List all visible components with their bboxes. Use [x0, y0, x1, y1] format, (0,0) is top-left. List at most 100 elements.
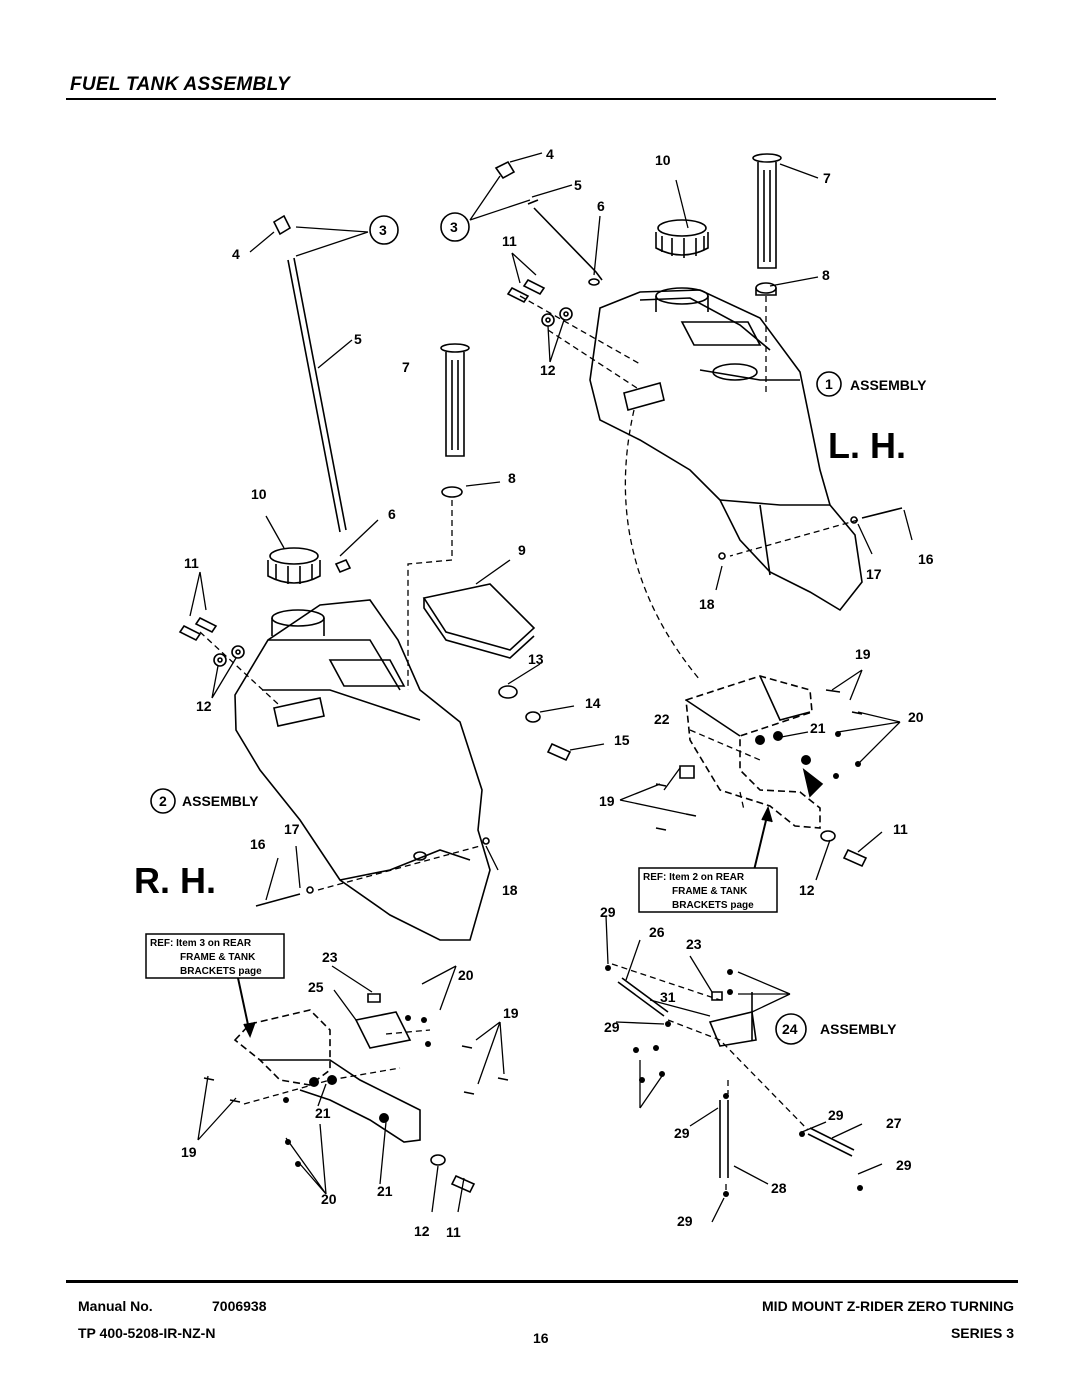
heat-shield	[422, 583, 536, 659]
callout-29c: 29	[674, 1125, 690, 1141]
ref-rh-line3: BRACKETS page	[180, 966, 262, 977]
tp-number: TP 400-5208-IR-NZ-N	[78, 1325, 216, 1341]
callout-18b: 18	[699, 596, 715, 612]
rh-tank-bracket	[233, 1009, 421, 1143]
ref-box-lh	[638, 867, 778, 913]
callout-6b: 6	[388, 506, 396, 522]
ref-lh-line3: BRACKETS page	[672, 900, 754, 911]
callout-12c: 12	[799, 882, 815, 898]
callout-21c: 21	[377, 1183, 393, 1199]
title-rule	[66, 98, 996, 100]
bracket-24-assembly	[617, 977, 855, 1178]
callout-3b: 3	[450, 219, 458, 235]
callout-12d: 12	[414, 1223, 430, 1239]
callout-31: 31	[660, 989, 676, 1005]
callout-19a: 19	[855, 646, 871, 662]
manual-number: 7006938	[212, 1298, 267, 1314]
rh-mount-hardware	[178, 616, 245, 667]
lh-mount-hardware	[506, 278, 573, 327]
lh-label: L. H.	[828, 425, 906, 466]
callout-10a: 10	[655, 152, 671, 168]
callout-3a: 3	[379, 222, 387, 238]
page-number: 16	[533, 1330, 549, 1346]
callout-2-num: 2	[159, 793, 167, 809]
lh-fuel-cap	[655, 219, 709, 258]
callout-14: 14	[585, 695, 601, 711]
callout-7b: 7	[823, 170, 831, 186]
lh-tank-bracket	[685, 675, 821, 829]
callout-9: 9	[518, 542, 526, 558]
callout-21b: 21	[315, 1105, 331, 1121]
callout-20a: 20	[908, 709, 924, 725]
callout-numbers: 4 5 6 3 3 4 5 6 7 8 9 10 10 11 11 12 12 …	[159, 146, 934, 1240]
callout-20b: 20	[458, 967, 474, 983]
lh-vent-line	[494, 160, 603, 286]
rh-rod	[255, 837, 490, 907]
callout-22: 22	[654, 711, 670, 727]
callout-18a: 18	[502, 882, 518, 898]
ref-arrow-head-rh	[243, 1021, 256, 1039]
lh-fuel-gauge	[752, 153, 782, 296]
callout-19c: 19	[503, 1005, 519, 1021]
ref-rh-line2: FRAME & TANK	[180, 952, 256, 963]
ref-texts: REF: Item 3 on REAR FRAME & TANK BRACKET…	[150, 872, 754, 977]
callout-27: 27	[886, 1115, 902, 1131]
callout-25: 25	[308, 979, 324, 995]
assembly-labels: ASSEMBLY ASSEMBLY ASSEMBLY	[182, 377, 927, 1037]
rh-fuel-cap	[267, 547, 352, 584]
ref-rh-line1: REF: Item 3 on REAR	[150, 938, 252, 949]
callout-6a: 6	[597, 198, 605, 214]
callout-11b: 11	[184, 555, 199, 571]
callout-12b: 12	[196, 698, 212, 714]
callout-11c: 11	[893, 821, 908, 837]
leader-lines	[189, 152, 913, 1223]
ref-box-rh	[145, 933, 285, 979]
rh-fuel-tank	[234, 599, 491, 941]
callout-26: 26	[649, 924, 665, 940]
callout-10b: 10	[251, 486, 267, 502]
rh-vent-tube	[272, 214, 347, 533]
ref-lh-line1: REF: Item 2 on REAR	[643, 872, 745, 883]
callout-4b: 4	[232, 246, 240, 262]
dark-arrow	[802, 767, 824, 798]
callout-16a: 16	[250, 836, 266, 852]
callout-11d: 11	[446, 1224, 461, 1240]
ref-lh-line2: FRAME & TANK	[672, 886, 748, 897]
shield-hardware	[498, 685, 572, 762]
callout-8a: 8	[508, 470, 516, 486]
model-name: MID MOUNT Z-RIDER ZERO TURNING	[762, 1298, 1014, 1314]
rh-fuel-gauge	[440, 343, 470, 498]
ref-arrow-head-lh	[761, 805, 773, 823]
callout-19d: 19	[181, 1144, 197, 1160]
callout-29f: 29	[677, 1213, 693, 1229]
assembly-1-label: ASSEMBLY	[850, 377, 927, 393]
callout-16b: 16	[918, 551, 934, 567]
callout-29b: 29	[604, 1019, 620, 1035]
callout-4a: 4	[546, 146, 554, 162]
page-title: FUEL TANK ASSEMBLY	[70, 74, 291, 95]
callout-29d: 29	[828, 1107, 844, 1123]
callout-28: 28	[771, 1180, 787, 1196]
bolts-19	[203, 689, 868, 1194]
callout-23b: 23	[686, 936, 702, 952]
callout-12a: 12	[540, 362, 556, 378]
callout-11a: 11	[502, 233, 517, 249]
callout-13: 13	[528, 651, 544, 667]
callout-17b: 17	[866, 566, 882, 582]
callout-29e: 29	[896, 1157, 912, 1173]
lh-fuel-tank	[589, 287, 863, 612]
callout-29a: 29	[600, 904, 616, 920]
assembly-2-label: ASSEMBLY	[182, 793, 259, 809]
small-fasteners	[283, 731, 863, 1197]
callout-15: 15	[614, 732, 630, 748]
callout-5b: 5	[354, 331, 362, 347]
callout-1-num: 1	[825, 376, 833, 392]
callout-19b: 19	[599, 793, 615, 809]
circled-callouts	[150, 212, 842, 1045]
callout-20c: 20	[321, 1191, 337, 1207]
callout-24-num: 24	[782, 1021, 798, 1037]
series-label: SERIES 3	[950, 1325, 1014, 1341]
callout-23a: 23	[322, 949, 338, 965]
manual-label: Manual No.	[78, 1298, 153, 1314]
